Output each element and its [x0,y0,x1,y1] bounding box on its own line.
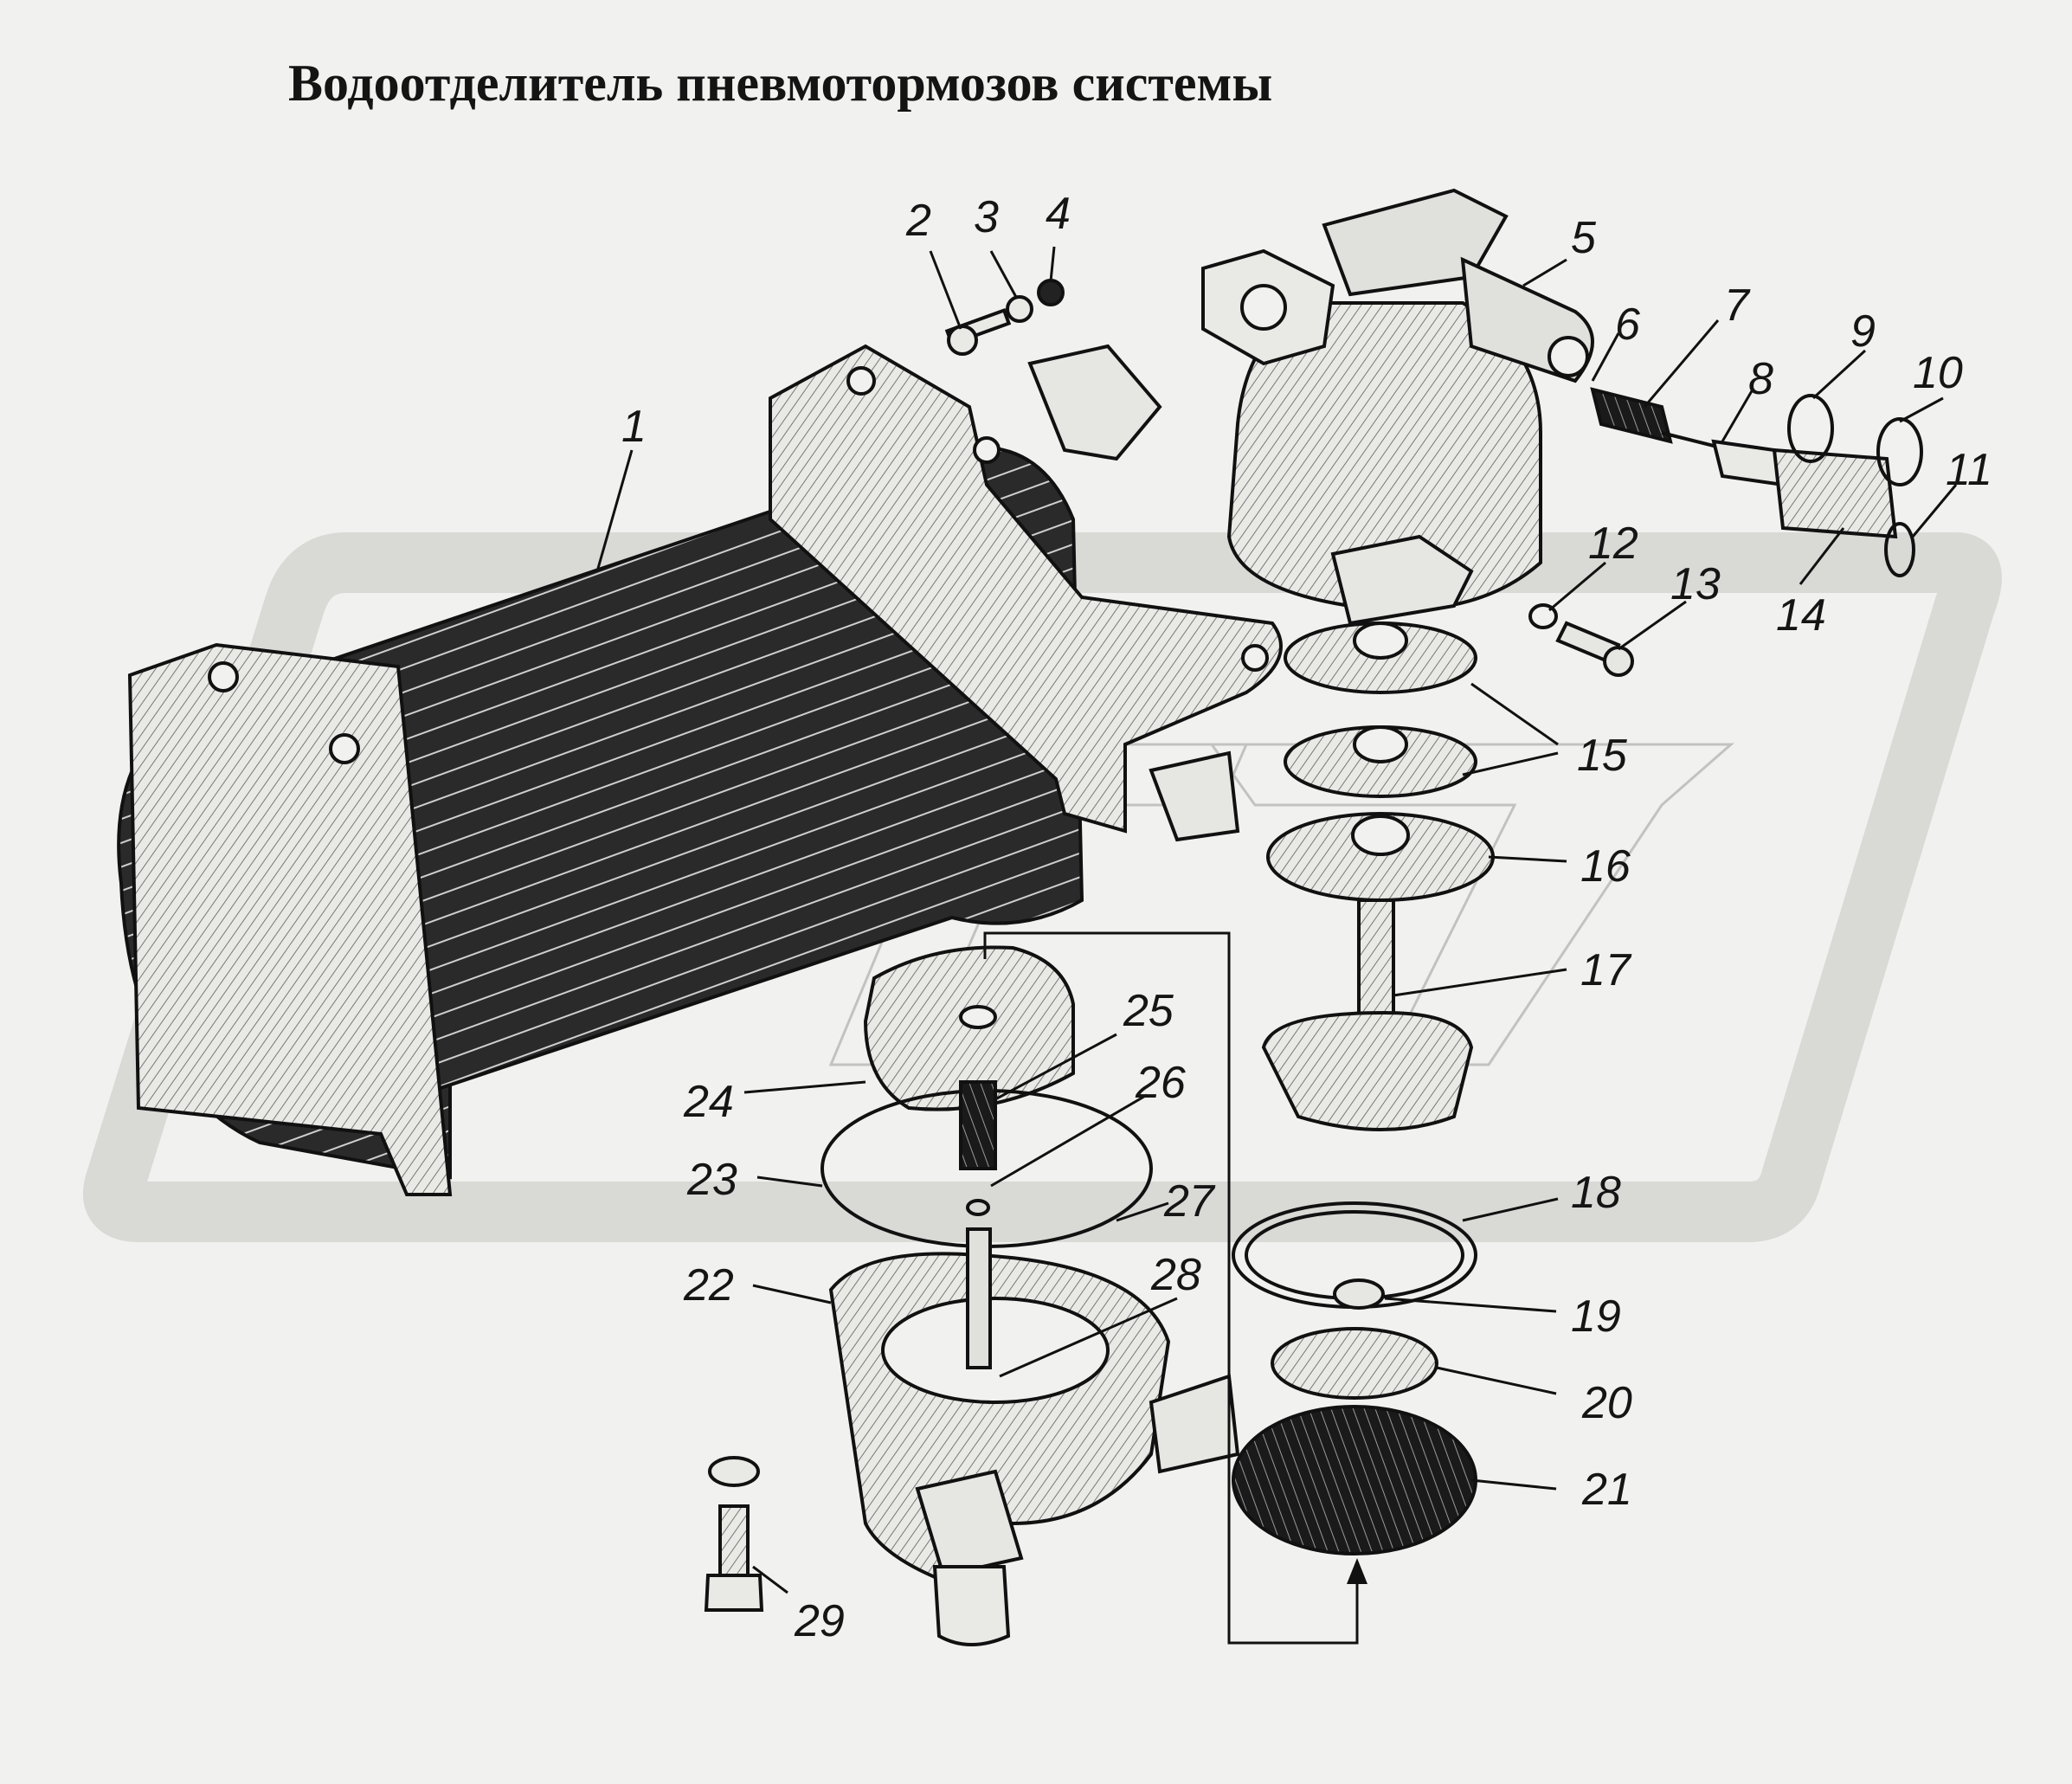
callout-9: 9 [1850,306,1876,357]
callout-24: 24 [683,1077,734,1127]
callout-13: 13 [1670,559,1721,609]
callout-29: 29 [794,1596,845,1646]
callout-20: 20 [1581,1378,1632,1428]
lower-discs [1232,1201,1477,1555]
leader-lines [595,246,1958,1594]
bolt-29 [704,1456,764,1612]
plunger-assembly [1528,387,1923,677]
callout-6: 6 [1615,299,1640,350]
callout-16: 16 [1580,841,1631,892]
callout-21: 21 [1581,1465,1632,1515]
callout-22: 22 [683,1260,734,1311]
callout-11: 11 [1946,445,1992,495]
callout-1: 1 [621,402,647,452]
callout-28: 28 [1150,1250,1201,1300]
coil-heat-exchanger [117,344,1283,1196]
callout-26: 26 [1135,1058,1186,1108]
bolt-and-washers [944,279,1065,356]
valve-body [1201,188,1594,626]
callout-14: 14 [1776,590,1826,641]
flow-arrowhead [1347,1558,1367,1584]
callout-18: 18 [1571,1168,1621,1218]
callout-12: 12 [1588,518,1638,569]
lower-housing [820,945,1240,1646]
callout-8: 8 [1748,354,1773,404]
callout-labels: 1 2 3 4 5 6 7 8 9 10 11 12 13 14 15 16 1… [621,189,1992,1646]
callout-17: 17 [1580,945,1632,995]
callout-7: 7 [1724,280,1751,331]
baffle-stack [1261,622,1495,1131]
callout-3: 3 [974,192,999,242]
diagram-title: Водоотделитель пневмотормозов системы [288,55,1273,112]
callout-5: 5 [1571,213,1597,263]
flow-arrow [983,931,1359,1645]
callout-15: 15 [1577,731,1628,781]
callout-25: 25 [1123,986,1174,1036]
callout-10: 10 [1913,348,1963,398]
callout-23: 23 [686,1155,737,1205]
callout-2: 2 [905,196,931,246]
callout-19: 19 [1571,1291,1621,1342]
callout-27: 27 [1163,1176,1216,1227]
callout-4: 4 [1046,189,1071,239]
